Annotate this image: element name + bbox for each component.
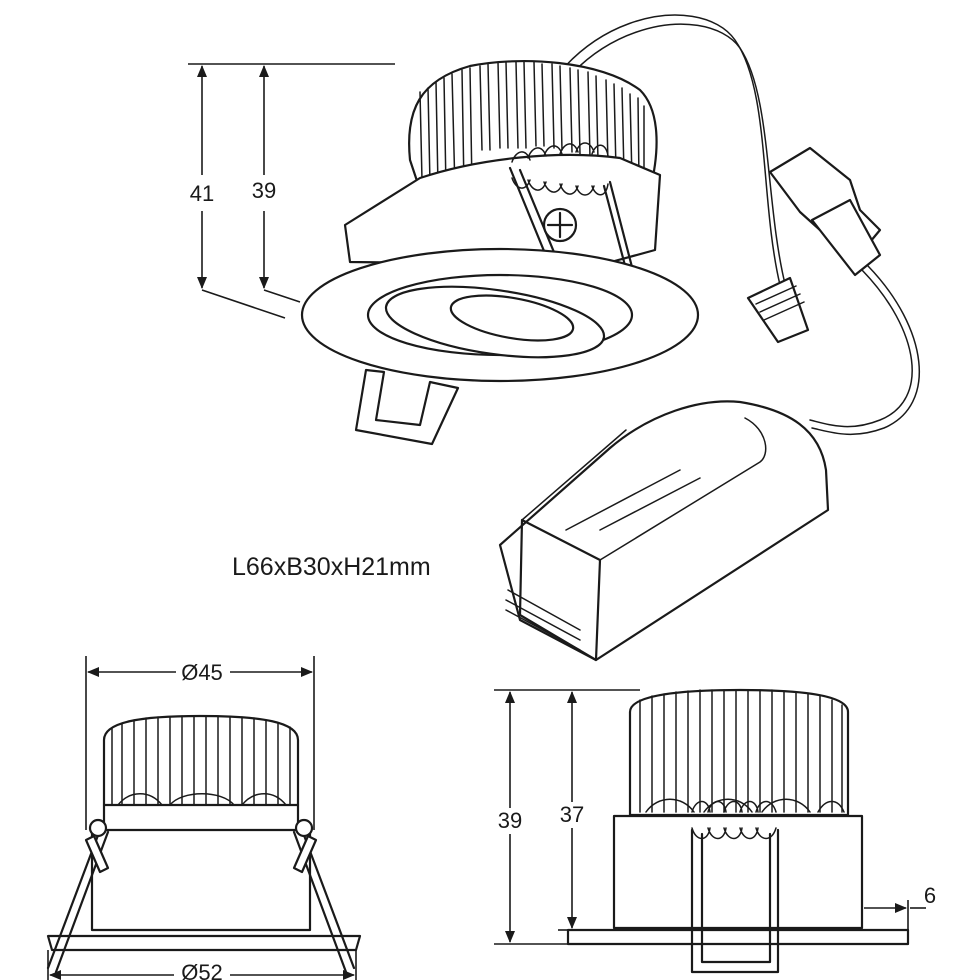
cable-lower-2 [811, 265, 920, 436]
cable-lower [809, 269, 913, 428]
label-front-diameter-52: Ø52 [181, 960, 223, 980]
label-iso-height-39: 39 [252, 178, 276, 203]
label-front-diameter-45: Ø45 [181, 660, 223, 685]
housing-body [343, 153, 662, 267]
cable-upper [519, 14, 781, 286]
screw-icon [542, 207, 578, 243]
label-side-height-37: 37 [560, 802, 584, 827]
wire-connector [746, 146, 882, 344]
label-driver-size: L66xB30xH21mm [232, 553, 431, 581]
label-side-flange-6: 6 [924, 883, 936, 908]
gimbal-inner [449, 294, 575, 342]
front-view: Ø45 Ø52 [46, 656, 362, 980]
label-iso-height-41: 41 [190, 181, 214, 206]
side-view: 39 37 6 [494, 688, 936, 974]
cable-upper-2 [527, 23, 787, 289]
isometric-view: 41 39 L66xB30xH21mm [180, 14, 920, 662]
spring-leg [354, 368, 460, 446]
label-side-height-39: 39 [498, 808, 522, 833]
led-driver [498, 400, 830, 662]
